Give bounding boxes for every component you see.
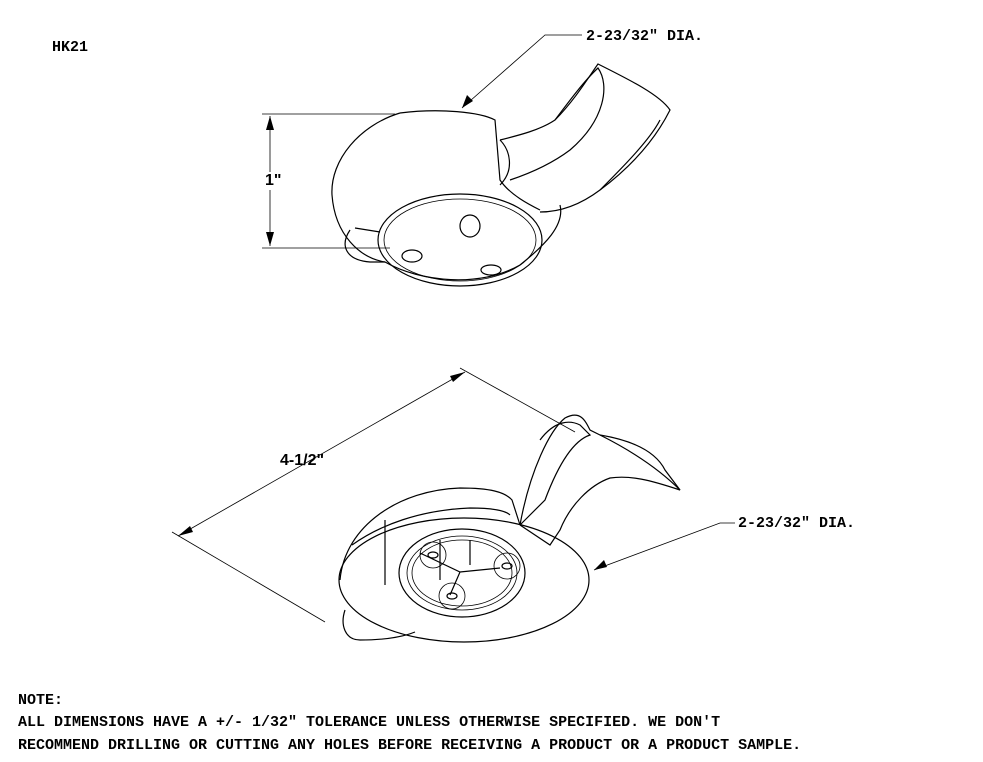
note-line-2: RECOMMEND DRILLING OR CUTTING ANY HOLES … [18, 737, 802, 754]
bottom-view-hook [338, 414, 681, 643]
length-label: 4-1/2" [280, 452, 325, 469]
screw-hole [401, 249, 423, 263]
top-dimensions [262, 34, 582, 249]
screw-hole [480, 264, 502, 276]
note-heading: NOTE: [18, 692, 64, 709]
screw-hole [427, 551, 439, 559]
bottom-flange [338, 517, 590, 643]
screw-hole [459, 214, 481, 238]
screw-hole [446, 592, 458, 600]
top-diameter-label: 2-23/32" DIA. [586, 28, 704, 45]
top-view-hook [331, 63, 671, 287]
note-line-1: ALL DIMENSIONS HAVE A +/- 1/32" TOLERANC… [18, 714, 721, 731]
bottom-dimensions [171, 367, 735, 623]
height-label: 1" [265, 172, 282, 190]
screw-hole [501, 562, 513, 570]
part-number: HK21 [52, 39, 89, 56]
top-mounting-face [377, 193, 543, 287]
bottom-diameter-label: 2-23/32" DIA. [738, 515, 856, 532]
